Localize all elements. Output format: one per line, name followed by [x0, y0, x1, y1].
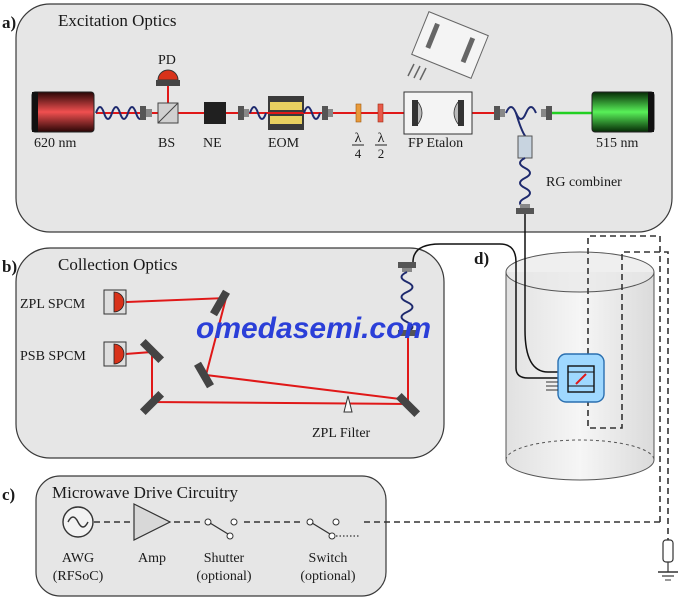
watermark-text: omedasemi.com — [196, 312, 431, 345]
zpl-spcm-icon — [103, 289, 127, 315]
panel-c-letter: c) — [2, 485, 15, 504]
fiber-coil-icon — [95, 106, 145, 120]
fp-etalon-label: FP Etalon — [408, 136, 463, 151]
awg-sublabel: (RFSoC) — [53, 569, 104, 584]
etalon-zoom-icon — [407, 11, 489, 81]
fiber-coil-icon — [303, 106, 321, 120]
ne-filter-icon — [204, 102, 226, 124]
sine-source-icon — [62, 506, 94, 538]
hwp-numerator: λ — [378, 131, 385, 146]
photodiode-icon — [156, 69, 180, 86]
red-laser-icon — [31, 91, 95, 133]
fiber-coil-icon — [519, 157, 531, 209]
fiber-coil-icon — [505, 106, 537, 120]
amp-label: Amp — [138, 551, 166, 566]
fiber-connector-icon — [494, 106, 505, 120]
fiber-connector-icon — [238, 106, 249, 120]
shutter-switch-icon — [200, 514, 244, 540]
hwp-denominator: 2 — [378, 146, 385, 161]
mirror-icon — [194, 361, 214, 389]
collection-fiber — [412, 243, 560, 379]
microwave-line-in — [587, 235, 661, 522]
ne-label: NE — [203, 136, 222, 151]
eom-icon — [268, 96, 304, 130]
psb-spcm-label: PSB SPCM — [20, 349, 86, 364]
fp-etalon-icon — [403, 91, 473, 135]
pd-label: PD — [158, 53, 176, 68]
collection-optics-panel: b) Collection Optics ZPL SPCM PSB SPCM Z… — [2, 247, 445, 459]
mirror-icon — [139, 338, 165, 364]
beam-splitter-icon — [157, 102, 179, 124]
panel-a-letter: a) — [2, 13, 16, 32]
panel-b-letter: b) — [2, 257, 17, 276]
panel-d-letter: d) — [474, 249, 489, 268]
fiber-connector-icon — [398, 262, 416, 272]
quarter-waveplate-icon — [355, 103, 362, 123]
switch-sublabel: (optional) — [300, 569, 356, 584]
mirror-icon — [139, 390, 165, 416]
fiber-coil-icon — [249, 106, 267, 120]
panel-c-title: Microwave Drive Circuitry — [52, 483, 238, 502]
cryostat-panel: d) — [412, 214, 678, 581]
switch-label: Switch — [309, 551, 348, 566]
fiber-connector-icon — [541, 106, 552, 120]
zpl-filter-label: ZPL Filter — [312, 426, 371, 441]
rg-combiner-label: RG combiner — [546, 175, 622, 190]
red-laser-label: 620 nm — [34, 136, 77, 151]
fiber-connector-icon — [398, 330, 416, 336]
eom-label: EOM — [268, 136, 300, 151]
microwave-line-out — [587, 251, 669, 540]
excitation-optics-panel: a) Excitation Optics 620 nm BS — [2, 3, 673, 233]
mirror-icon — [210, 289, 230, 317]
fiber-connector-icon — [516, 204, 534, 214]
panel-a-title: Excitation Optics — [58, 11, 177, 30]
mirror-icon — [395, 392, 421, 418]
microwave-drive-panel: c) Microwave Drive Circuitry AWG (RFSoC)… — [2, 475, 660, 597]
half-waveplate-icon — [377, 103, 384, 123]
fiber-connector-icon — [322, 106, 333, 120]
green-laser-icon — [591, 91, 655, 133]
amplifier-icon — [133, 503, 172, 541]
switch-icon — [300, 514, 362, 540]
panel-b-title: Collection Optics — [58, 255, 177, 274]
green-laser-label: 515 nm — [596, 136, 639, 151]
ground-icon — [658, 539, 678, 581]
zpl-spcm-label: ZPL SPCM — [20, 297, 86, 312]
zpl-filter-icon — [343, 395, 353, 413]
psb-spcm-icon — [103, 341, 127, 367]
sample-chip-icon — [546, 353, 605, 403]
fiber-coil-icon — [400, 271, 414, 333]
fiber-connector-icon — [140, 106, 152, 120]
psb-beam — [125, 350, 409, 405]
qwp-numerator: λ — [355, 131, 362, 146]
shutter-label: Shutter — [204, 551, 245, 566]
excitation-fiber — [524, 214, 560, 373]
shutter-sublabel: (optional) — [196, 569, 252, 584]
bs-label: BS — [158, 136, 175, 151]
qwp-denominator: 4 — [355, 146, 362, 161]
awg-label: AWG — [62, 551, 94, 566]
